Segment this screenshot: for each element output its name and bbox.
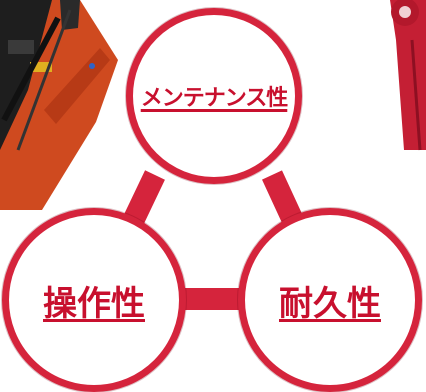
crane-arm-image — [0, 0, 118, 210]
node-operability: 操作性 — [2, 208, 186, 392]
maintainability-label: メンテナンス性 — [140, 86, 289, 111]
node-durability: 耐久性 — [238, 208, 422, 392]
cylinder-image — [390, 0, 426, 151]
node-maintainability: メンテナンス性 — [126, 8, 302, 184]
operability-label: 操作性 — [43, 283, 145, 324]
durability-label: 耐久性 — [279, 283, 381, 324]
connector-left-right — [178, 288, 248, 310]
